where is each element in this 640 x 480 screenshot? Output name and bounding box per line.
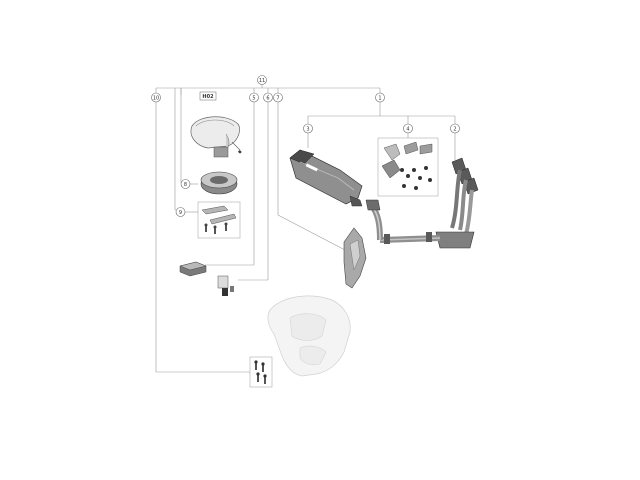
callout-9-label: 9 xyxy=(179,210,182,216)
callout-4: 4 xyxy=(403,123,413,134)
part-5-rubber-block xyxy=(179,261,207,277)
part-6-clip xyxy=(217,275,234,296)
part-7-heat-shield xyxy=(343,227,367,289)
part-8-cap xyxy=(200,171,238,195)
seat-cowl-label-box: H02 xyxy=(199,91,217,101)
part-10-screw-kit xyxy=(249,356,273,388)
callout-6: 6 xyxy=(263,92,273,103)
callout-6-label: 6 xyxy=(266,95,269,101)
part-4-mounting-kit xyxy=(377,137,439,197)
callout-11: 11 xyxy=(257,75,267,85)
callout-1: 1 xyxy=(375,92,385,103)
callout-11-label: 11 xyxy=(259,78,265,84)
callout-2: 2 xyxy=(450,123,460,134)
seat-cowl-part xyxy=(190,116,242,158)
part-2-header-pipes xyxy=(365,157,479,249)
callout-2-label: 2 xyxy=(453,126,456,132)
callout-10: 10 xyxy=(151,92,161,103)
part-3-muffler xyxy=(289,149,363,207)
callout-5-label: 5 xyxy=(252,95,255,101)
callout-3-label: 3 xyxy=(306,126,309,132)
callout-8: 8 xyxy=(180,179,191,189)
part-9-bracket-kit xyxy=(197,201,241,239)
callout-10-label: 10 xyxy=(153,95,159,101)
callout-3: 3 xyxy=(303,123,313,134)
callout-1-label: 1 xyxy=(378,95,381,101)
callout-9: 9 xyxy=(175,207,186,217)
callout-7: 7 xyxy=(273,92,283,103)
callout-7-label: 7 xyxy=(276,95,279,101)
seat-cowl-label: H02 xyxy=(202,94,214,100)
callout-5: 5 xyxy=(249,92,259,103)
callout-8-label: 8 xyxy=(184,182,187,188)
ghost-rear-frame xyxy=(267,295,351,377)
callout-4-label: 4 xyxy=(406,126,409,132)
leader-lines xyxy=(155,85,456,373)
